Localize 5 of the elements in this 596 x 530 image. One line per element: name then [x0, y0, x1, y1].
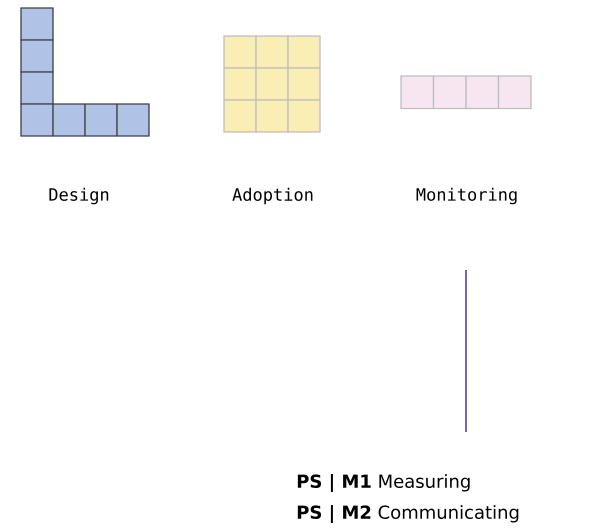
- stage-label: Design: [49, 188, 108, 204]
- stage-label: Monitoring: [416, 188, 517, 204]
- module-label: PS | M2 Communicating: [298, 505, 518, 523]
- stage-label: Adoption: [232, 188, 312, 204]
- module-label: PS | M1 Measuring: [298, 474, 470, 492]
